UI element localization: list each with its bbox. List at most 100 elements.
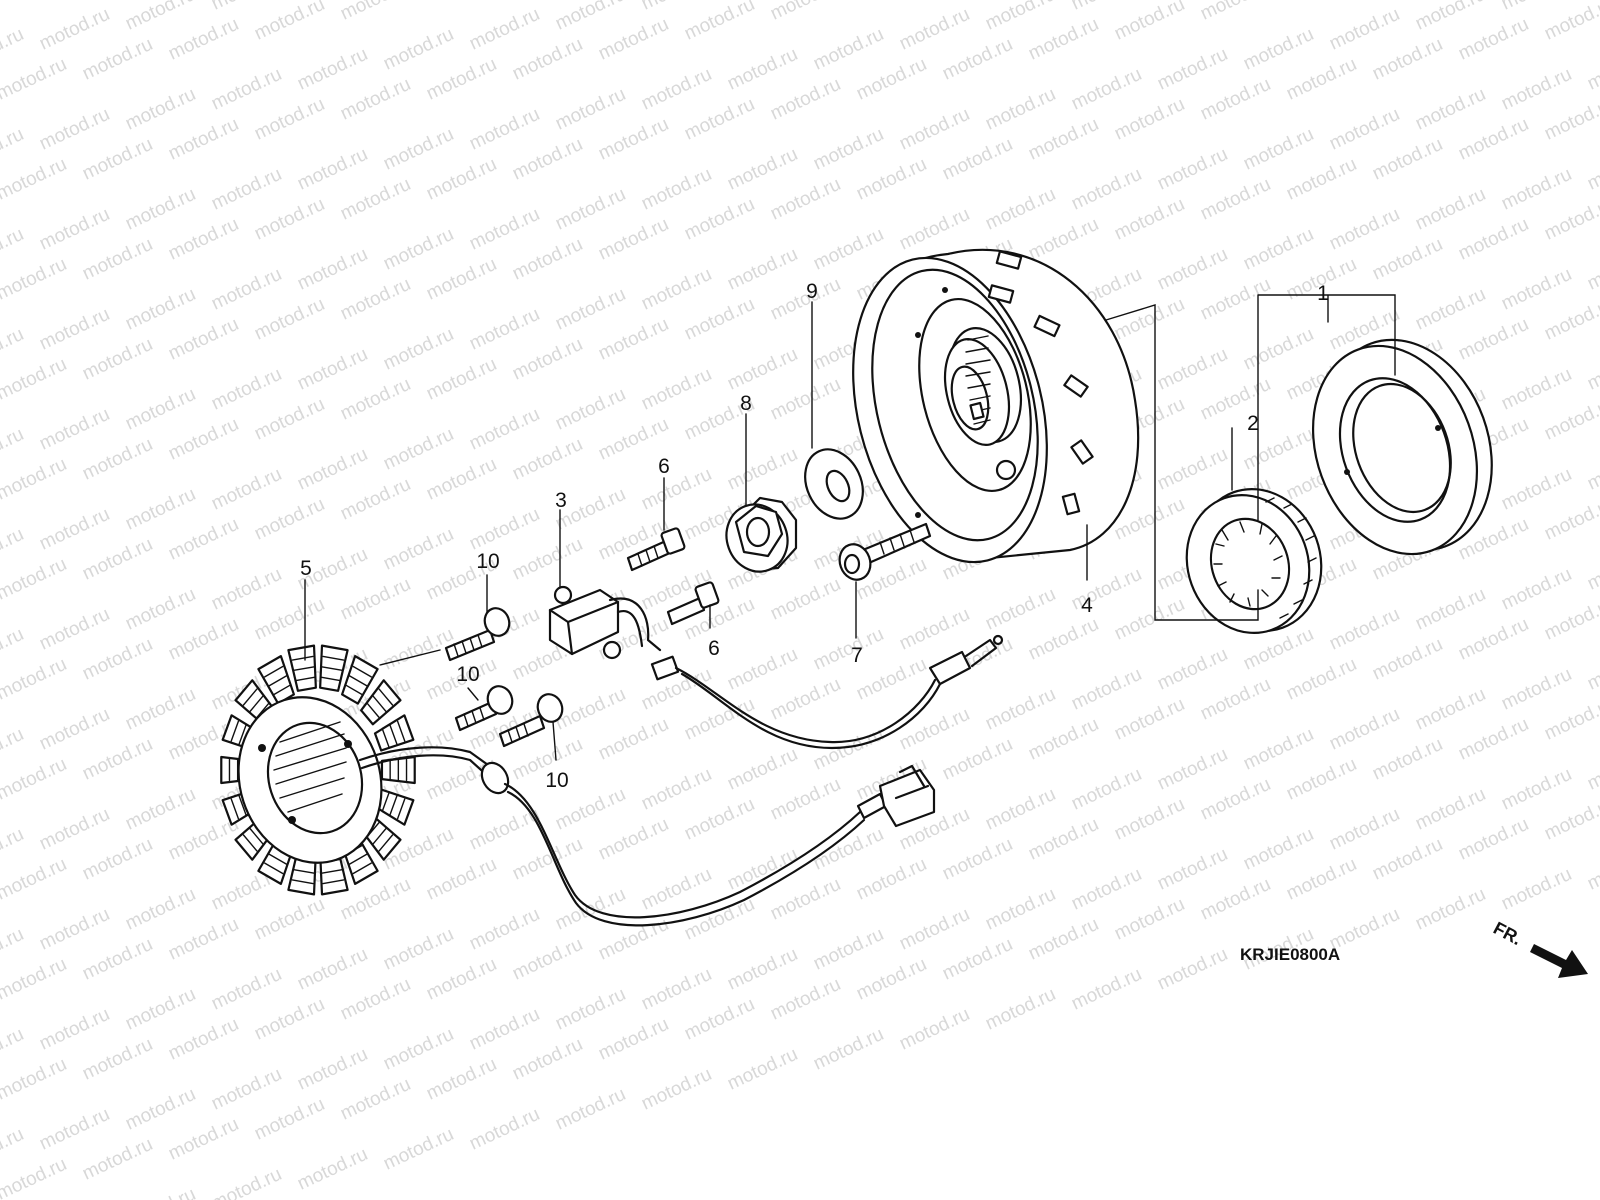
callout-10-lower: 10 — [545, 769, 568, 792]
watermark-text: motod.ru — [982, 984, 1059, 1035]
watermark-text: motod.ru — [1455, 214, 1532, 265]
watermark-text: motod.ru — [1584, 844, 1600, 895]
callout-10-upper: 10 — [476, 550, 499, 573]
watermark-text: motod.ru — [681, 94, 758, 145]
watermark-text: motod.ru — [0, 454, 70, 505]
watermark-text: motod.ru — [1154, 744, 1231, 795]
watermark-text: motod.ru — [810, 224, 887, 275]
watermark-text: motod.ru — [122, 284, 199, 335]
watermark-text: motod.ru — [294, 1144, 371, 1195]
watermark-text: motod.ru — [1498, 464, 1575, 515]
watermark-text: motod.ru — [1283, 654, 1360, 705]
watermark-text: motod.ru — [1111, 894, 1188, 945]
watermark-text: motod.ru — [724, 344, 801, 395]
stator-winding-line — [249, 695, 264, 713]
watermark-text: motod.ru — [122, 784, 199, 835]
watermark-text: motod.ru — [0, 1154, 70, 1200]
watermark-text: motod.ru — [1369, 734, 1446, 785]
watermark-text: motod.ru — [466, 104, 543, 155]
watermark-text: motod.ru — [1240, 724, 1317, 775]
callout-3: 3 — [555, 489, 567, 512]
stator-winding-line — [230, 798, 240, 820]
watermark-text: motod.ru — [251, 994, 328, 1045]
watermark-text: motod.ru — [1197, 274, 1274, 325]
watermark-text: motod.ru — [595, 814, 672, 865]
watermark-text: motod.ru — [36, 204, 113, 255]
watermark-text: motod.ru — [0, 354, 70, 405]
stator-winding-line — [249, 827, 264, 845]
watermark-text: motod.ru — [79, 334, 156, 385]
watermark-text: motod.ru — [208, 0, 285, 15]
watermark-text: motod.ru — [724, 744, 801, 795]
watermark-text: motod.ru — [509, 1034, 586, 1085]
watermark-text: motod.ru — [380, 124, 457, 175]
watermark-text: motod.ru — [0, 0, 70, 5]
watermark-text: motod.ru — [380, 324, 457, 375]
stator-bolt-10-lower — [498, 693, 564, 748]
watermark-text: motod.ru — [1412, 184, 1489, 235]
watermark-text: motod.ru — [638, 764, 715, 815]
watermark-text: motod.ru — [208, 164, 285, 215]
watermark-text: motod.ru — [0, 24, 27, 75]
watermark-text: motod.ru — [0, 554, 70, 605]
watermark-text: motod.ru — [0, 424, 27, 475]
watermark-text: motod.ru — [294, 44, 371, 95]
stator-winding-line — [268, 674, 288, 687]
watermark-text: motod.ru — [251, 294, 328, 345]
washer — [804, 448, 864, 520]
watermark-text: motod.ru — [1412, 784, 1489, 835]
watermark-text: motod.ru — [638, 464, 715, 515]
watermark-text: motod.ru — [1412, 84, 1489, 135]
watermark-text: motod.ru — [1326, 604, 1403, 655]
watermark-text: motod.ru — [1584, 444, 1600, 495]
watermark-text: motod.ru — [208, 964, 285, 1015]
watermark-text: motod.ru — [724, 1044, 801, 1095]
watermark-text: motod.ru — [1584, 344, 1600, 395]
stator-winding-line — [372, 827, 387, 845]
watermark-text: motod.ru — [552, 1084, 629, 1135]
starter-clutch-assembly — [1185, 294, 1493, 635]
watermark-text: motod.ru — [939, 934, 1016, 985]
watermark-text: motod.ru — [165, 1114, 242, 1165]
watermark-text: motod.ru — [982, 584, 1059, 635]
stator-winding-line — [294, 676, 317, 682]
watermark-text: motod.ru — [208, 464, 285, 515]
watermark-text: motod.ru — [1283, 0, 1360, 5]
watermark-text: motod.ru — [122, 0, 199, 35]
watermark-text: motod.ru — [767, 774, 844, 825]
stator-winding-line — [378, 688, 394, 706]
stator-winding-line — [291, 655, 314, 661]
watermark-text: motod.ru — [208, 1064, 285, 1115]
watermark-text: motod.ru — [638, 964, 715, 1015]
watermark-text: motod.ru — [1369, 234, 1446, 285]
watermark-text: motod.ru — [0, 1024, 27, 1075]
watermark-text: motod.ru — [1154, 644, 1231, 695]
watermark-text: motod.ru — [1025, 914, 1102, 965]
watermark-text: motod.ru — [0, 154, 70, 205]
watermark-text: motod.ru — [638, 0, 715, 15]
watermark-text: motod.ru — [982, 784, 1059, 835]
watermark-text: motod.ru — [0, 124, 27, 175]
watermark-text: motod.ru — [1455, 714, 1532, 765]
watermark-text: motod.ru — [853, 654, 930, 705]
stator-tooth — [373, 714, 415, 752]
watermark-text: motod.ru — [0, 824, 27, 875]
watermark-text: motod.ru — [466, 804, 543, 855]
watermark-text: motod.ru — [165, 914, 242, 965]
watermark-text: motod.ru — [552, 684, 629, 735]
watermark-text: motod.ru — [380, 524, 457, 575]
watermark-text: motod.ru — [251, 1094, 328, 1145]
watermark-text: motod.ru — [1498, 564, 1575, 615]
watermark-text: motod.ru — [337, 974, 414, 1025]
stator-winding-line — [291, 879, 314, 885]
watermark-text: motod.ru — [1455, 814, 1532, 865]
watermark-text: motod.ru — [509, 534, 586, 585]
watermark-text: motod.ru — [982, 184, 1059, 235]
watermark-text: motod.ru — [595, 214, 672, 265]
watermark-text: motod.ru — [982, 884, 1059, 935]
watermark-text: motod.ru — [982, 84, 1059, 135]
watermark-text: motod.ru — [1154, 944, 1231, 995]
watermark-text: motod.ru — [1498, 0, 1575, 15]
watermark-text: motod.ru — [896, 104, 973, 155]
